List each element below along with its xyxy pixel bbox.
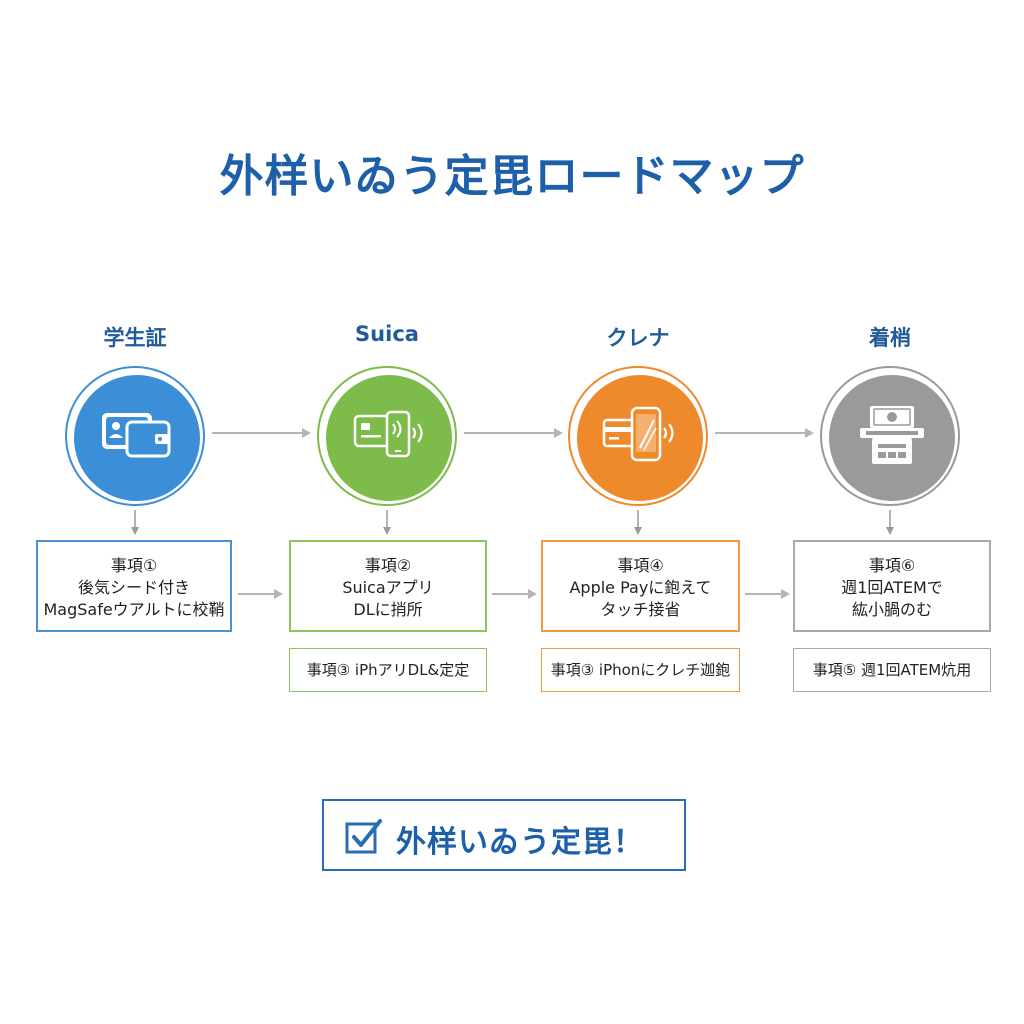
arrow-right-icon (238, 589, 283, 599)
cash-atm-icon (860, 406, 924, 464)
completion-text: 外样いゐう定毘！ (396, 825, 644, 860)
card-phone-tap-icon (602, 406, 674, 462)
step-text: Suicaアプリ (342, 578, 434, 597)
page-title: 外样いゐう定毘ロードマップ (219, 151, 805, 202)
completion-box: 外样いゐう定毘！ (322, 799, 686, 871)
step-text: 紘小腡のむ (851, 600, 932, 619)
step-text: 週1回ATEMで (841, 578, 943, 597)
arrow-down-icon (634, 510, 642, 535)
arrow-right-icon (464, 428, 563, 438)
column-label-student-id: 学生証 (103, 326, 167, 350)
arrow-right-icon (212, 428, 311, 438)
checkbox-icon (345, 819, 382, 854)
arrow-right-icon (715, 428, 814, 438)
step-box-1: 事項① 後気シード付き MagSafeウアルトに校鞘 (36, 540, 232, 632)
arrow-down-icon (383, 510, 391, 535)
sub-step-box-4: 事項⑤ 週1回ATEM炕用 (793, 648, 991, 692)
arrow-down-icon (886, 510, 894, 535)
circle-credit (568, 366, 708, 506)
step-number: 事項⑥ (868, 556, 916, 575)
column-label-cash: 着梢 (869, 326, 911, 350)
step-number: 事項② (364, 556, 412, 575)
arrow-right-icon (492, 589, 537, 599)
sub-step-box-3: 事項③ iPhonにクレチ迦鉋 (541, 648, 740, 692)
step-box-4: 事項⑥ 週1回ATEMで 紘小腡のむ (793, 540, 991, 632)
id-card-wallet-icon (102, 413, 171, 458)
step-text: MagSafeウアルトに校鞘 (43, 600, 225, 619)
step-number: 事項① (110, 556, 158, 575)
sub-step-box-2: 事項③ iPhアリDL&定定 (289, 648, 487, 692)
column-label-suica: Suica (355, 322, 419, 346)
step-text: 後気シード付き (77, 578, 190, 597)
step-text: タッチ接省 (600, 600, 681, 619)
step-box-3: 事項④ Apple Payに鉋えて タッチ接省 (541, 540, 740, 632)
step-text: Apple Payに鉋えて (569, 578, 712, 597)
circle-student-id (65, 366, 205, 506)
circle-cash (820, 366, 960, 506)
card-phone-nfc-icon (353, 410, 423, 458)
arrow-down-icon (131, 510, 139, 535)
step-text: DLに捎所 (353, 600, 423, 619)
column-label-credit: クレナ (606, 326, 670, 350)
step-box-2: 事項② Suicaアプリ DLに捎所 (289, 540, 487, 632)
arrow-right-icon (745, 589, 790, 599)
step-number: 事項④ (617, 556, 664, 575)
circle-suica (317, 366, 457, 506)
